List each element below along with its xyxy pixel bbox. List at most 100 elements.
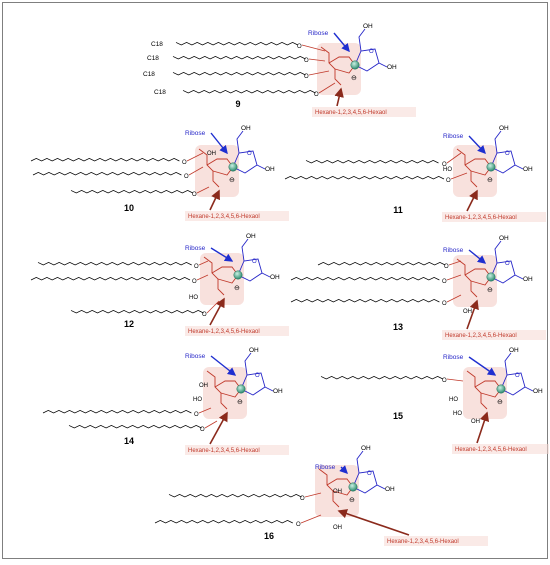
ribose-ch2oh bbox=[356, 450, 364, 474]
ribose-label: Ribose bbox=[315, 464, 336, 471]
boronate-charge: ⊖ bbox=[349, 497, 355, 504]
hexaol-backbone bbox=[466, 370, 488, 410]
ether-bond bbox=[301, 44, 326, 52]
alkyl-chain bbox=[305, 159, 439, 164]
ether-oxygen-label: O bbox=[442, 279, 447, 285]
c18-chain-label: C18 bbox=[154, 89, 166, 96]
compound-number: 15 bbox=[393, 411, 403, 421]
ribose-oh-label-right: OH bbox=[270, 274, 280, 281]
boron-atom bbox=[236, 384, 246, 394]
ether-oxygen-label: O bbox=[182, 160, 187, 166]
hexaol-label-bg bbox=[185, 445, 289, 455]
ribose-o-label: O bbox=[252, 259, 257, 265]
ether-oxygen-label: O bbox=[296, 522, 301, 528]
boron-atom bbox=[496, 384, 506, 394]
alkyl-chain bbox=[290, 276, 440, 281]
hexaol-highlight bbox=[453, 145, 497, 197]
hexaol-label: Hexane-1,2,3,4,5,6-Hexaol bbox=[445, 333, 517, 339]
hydroxyl-label: HO bbox=[449, 397, 458, 403]
alkyl-chain bbox=[284, 175, 445, 180]
ribose-ch2oh bbox=[244, 352, 252, 376]
ribose-arrow bbox=[210, 355, 237, 376]
ether-oxygen-label: O bbox=[200, 427, 205, 433]
alkyl-chain bbox=[68, 424, 202, 429]
ether-oxygen-label: O bbox=[194, 412, 199, 418]
c18-chain-label: C18 bbox=[143, 71, 155, 78]
hexaol-label-bg bbox=[384, 536, 488, 546]
hydroxyl-label: OH bbox=[333, 525, 342, 531]
ether-bond bbox=[446, 152, 462, 164]
hexaol-ring bbox=[206, 158, 234, 176]
alkyl-chain bbox=[168, 493, 302, 498]
hexaol-highlight bbox=[203, 367, 247, 419]
ribose-oh-bond bbox=[378, 62, 388, 68]
ribose-oh-label-top: OH bbox=[509, 347, 519, 354]
ether-bond bbox=[318, 82, 336, 94]
ether-oxygen-label: O bbox=[304, 74, 309, 80]
compound-number: 10 bbox=[124, 203, 134, 213]
ether-bond bbox=[300, 514, 322, 524]
ribose-arrow bbox=[333, 32, 350, 53]
alkyl-chain bbox=[154, 519, 293, 524]
alkyl-chain bbox=[70, 309, 204, 314]
hydroxyl-label: HO bbox=[189, 295, 198, 301]
compound-number: 11 bbox=[393, 205, 403, 215]
ether-bond bbox=[198, 407, 212, 414]
ether-bond bbox=[304, 492, 322, 498]
ether-bond bbox=[446, 378, 464, 382]
boron-atom bbox=[486, 162, 496, 172]
ether-oxygen-label: O bbox=[184, 174, 189, 180]
hexaol-backbone bbox=[456, 258, 478, 298]
ether-oxygen-label: O bbox=[192, 279, 197, 285]
ribose-label: Ribose bbox=[443, 133, 464, 140]
ribose-ch2oh bbox=[358, 28, 366, 52]
boronate-charge: ⊖ bbox=[497, 399, 503, 406]
hydroxyl-label: OH bbox=[207, 151, 216, 157]
hexaol-arrow bbox=[209, 189, 220, 211]
ether-bond bbox=[204, 420, 218, 429]
hexaol-arrow bbox=[466, 189, 478, 212]
ribose-oh-label-top: OH bbox=[249, 347, 259, 354]
ribose-oh-label-right: OH bbox=[523, 166, 533, 173]
ether-oxygen-label: O bbox=[297, 44, 302, 50]
boron-atom bbox=[228, 162, 238, 172]
ether-bond bbox=[196, 186, 210, 194]
ribose-oh-label-right: OH bbox=[265, 166, 275, 173]
compound-number: 12 bbox=[124, 319, 134, 329]
ribose-arrow bbox=[339, 465, 348, 474]
hydroxyl-label: HO bbox=[453, 411, 462, 417]
hydroxyl-label: HO bbox=[193, 397, 202, 403]
ether-oxygen-label: O bbox=[442, 162, 447, 168]
compound-number: 16 bbox=[264, 531, 274, 541]
hexaol-ring bbox=[464, 268, 492, 286]
ribose-o-label: O bbox=[505, 261, 510, 267]
ether-bond bbox=[450, 172, 468, 180]
ribose-label: Ribose bbox=[185, 245, 206, 252]
ribose-arrow bbox=[210, 247, 234, 262]
alkyl-chain bbox=[175, 41, 299, 46]
c18-chain-label: C18 bbox=[151, 41, 163, 48]
ether-bond bbox=[448, 260, 462, 266]
ribose-oh-label-top: OH bbox=[361, 445, 371, 452]
hexaol-arrow bbox=[209, 297, 225, 326]
ribose-oh-label-right: OH bbox=[273, 388, 283, 395]
hydroxyl-label: OH bbox=[333, 489, 342, 495]
ribose-ring bbox=[354, 48, 380, 72]
ether-oxygen-label: O bbox=[442, 378, 447, 384]
alkyl-chain bbox=[30, 157, 180, 162]
ribose-oh-label-top: OH bbox=[499, 235, 509, 242]
hexaol-label: Hexane-1,2,3,4,5,6-Hexaol bbox=[315, 110, 387, 116]
ribose-ring bbox=[490, 150, 516, 174]
ribose-arrow bbox=[210, 132, 228, 155]
boronate-charge: ⊖ bbox=[487, 177, 493, 184]
ether-oxygen-label: O bbox=[314, 92, 319, 98]
hexaol-arrow bbox=[209, 411, 228, 445]
ether-oxygen-label: O bbox=[192, 192, 197, 198]
ether-bond bbox=[188, 166, 204, 176]
ribose-oh-bond bbox=[376, 484, 386, 490]
compound-number: 9 bbox=[235, 99, 240, 109]
structures-layer: ⊖OHOHORiboseHexane-1,2,3,4,5,6-HexaolOOO… bbox=[30, 23, 550, 546]
hexaol-label: Hexane-1,2,3,4,5,6-Hexaol bbox=[188, 448, 260, 454]
ribose-oh-bond bbox=[524, 386, 534, 392]
